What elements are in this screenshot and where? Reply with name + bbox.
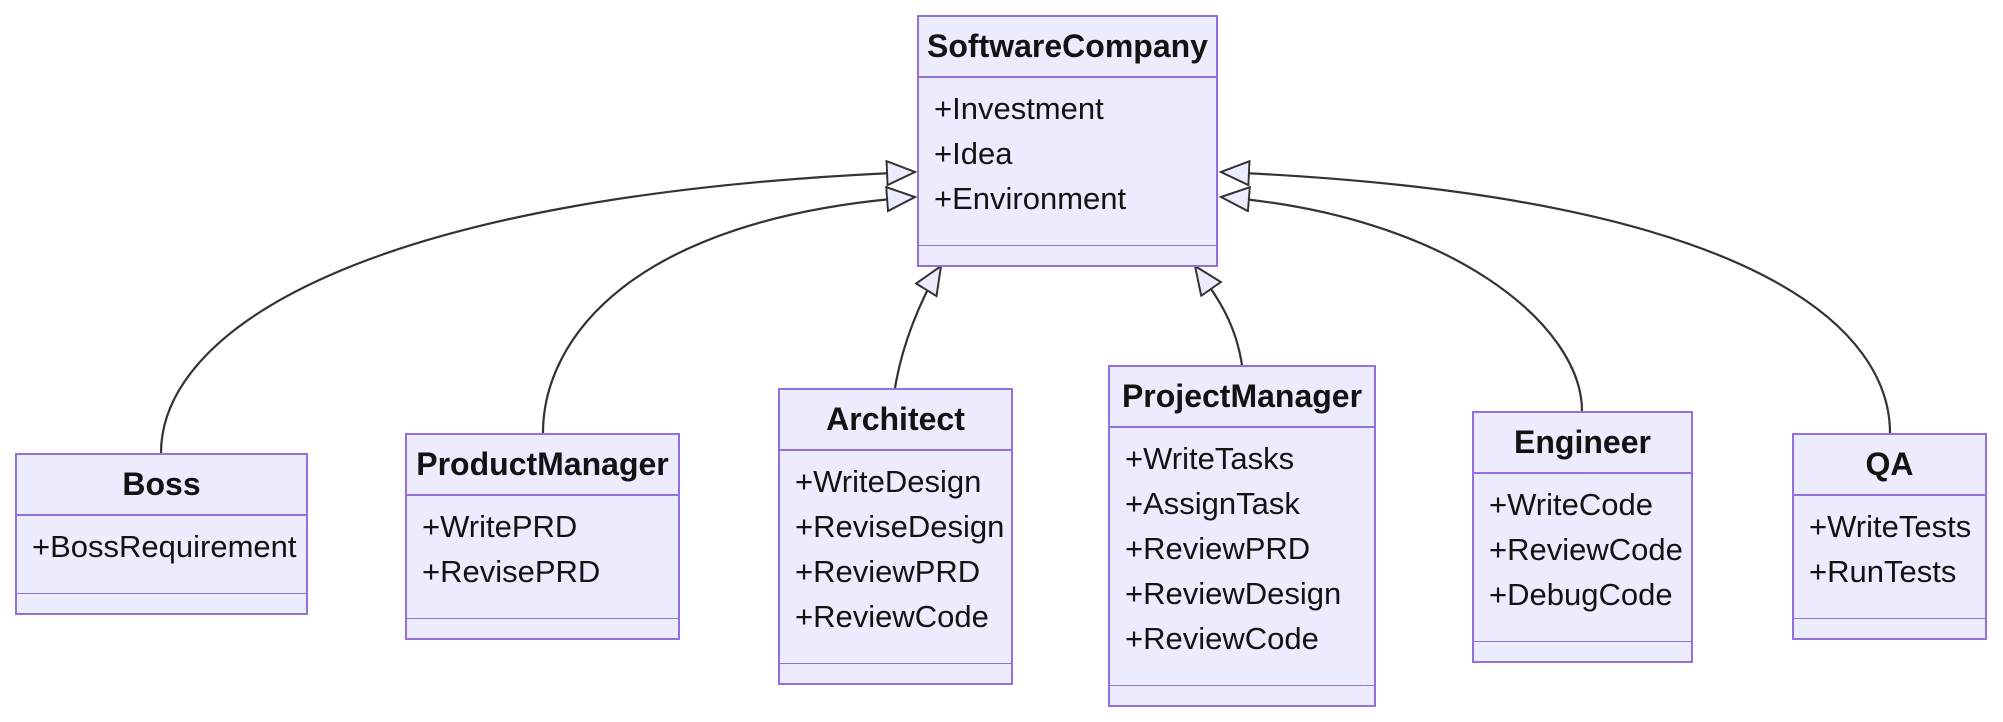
class-methods-empty: [1110, 685, 1374, 705]
class-methods-empty: [780, 663, 1011, 683]
class-box-architect: Architect +WriteDesign +ReviseDesign +Revie…: [778, 388, 1013, 685]
class-attributes: +WriteCode +ReviewCode +DebugCode: [1474, 474, 1691, 641]
inheritance-edge-projectmanager-to-softwarecompany: [1195, 266, 1244, 366]
class-methods-empty: [1794, 618, 1985, 638]
class-attributes: +BossRequirement: [17, 516, 306, 593]
class-attribute: +WriteCode: [1489, 487, 1653, 522]
class-box-engineer: Engineer +WriteCode +ReviewCode +DebugCode: [1472, 411, 1693, 663]
class-methods-empty: [1474, 641, 1691, 661]
class-attribute: +DebugCode: [1489, 577, 1673, 612]
class-title: Boss: [17, 455, 306, 516]
class-attribute: +ReviewDesign: [1125, 576, 1342, 611]
class-title: ProductManager: [407, 435, 678, 496]
class-attribute: +ReviewCode: [1489, 532, 1683, 567]
class-box-projectmanager: ProjectManager +WriteTasks +AssignTask +Rev…: [1108, 365, 1376, 707]
class-attributes: +Investment +Idea +Environment: [919, 78, 1216, 245]
class-attribute: +BossRequirement: [32, 529, 297, 564]
class-attribute: +ReviewCode: [1125, 621, 1319, 656]
inheritance-edge-boss-to-softwarecompany: [159, 172, 915, 454]
inheritance-edge-engineer-to-softwarecompany: [1221, 197, 1584, 412]
class-attribute: +WriteDesign: [795, 464, 982, 499]
class-box-softwarecompany: SoftwareCompany +Investment +Idea +Environm…: [917, 15, 1218, 267]
class-title: Architect: [780, 390, 1011, 451]
class-attribute: +ReviewPRD: [795, 554, 981, 589]
class-attribute: +WritePRD: [422, 509, 578, 544]
class-attribute: +Environment: [934, 181, 1127, 216]
inheritance-edge-productmanager-to-softwarecompany: [541, 197, 915, 434]
class-methods-empty: [407, 618, 678, 638]
class-attributes: +WriteTests +RunTests: [1794, 496, 1985, 618]
inheritance-edge-architect-to-softwarecompany: [893, 266, 941, 389]
class-attribute: +ReviewPRD: [1125, 531, 1311, 566]
class-attribute: +RevisePRD: [422, 554, 601, 589]
class-box-boss: Boss +BossRequirement: [15, 453, 308, 615]
class-attributes: +WritePRD +RevisePRD: [407, 496, 678, 618]
class-attribute: +AssignTask: [1125, 486, 1300, 521]
class-title: ProjectManager: [1110, 367, 1374, 428]
class-attribute: +WriteTasks: [1125, 441, 1295, 476]
class-attribute: +ReviseDesign: [795, 509, 1005, 544]
class-box-productmanager: ProductManager +WritePRD +RevisePRD: [405, 433, 680, 640]
class-attributes: +WriteDesign +ReviseDesign +ReviewPRD +Revi…: [780, 451, 1011, 663]
class-box-qa: QA +WriteTests +RunTests: [1792, 433, 1987, 640]
class-methods-empty: [17, 593, 306, 613]
inheritance-edge-qa-to-softwarecompany: [1221, 172, 1892, 434]
class-attribute: +RunTests: [1809, 554, 1957, 589]
class-attribute: +Idea: [934, 136, 1013, 171]
class-title: QA: [1794, 435, 1985, 496]
class-attribute: +Investment: [934, 91, 1104, 126]
class-title: SoftwareCompany: [919, 17, 1216, 78]
class-methods-empty: [919, 245, 1216, 265]
class-title: Engineer: [1474, 413, 1691, 474]
class-attribute: +ReviewCode: [795, 599, 989, 634]
class-attribute: +WriteTests: [1809, 509, 1972, 544]
class-attributes: +WriteTasks +AssignTask +ReviewPRD +ReviewD…: [1110, 428, 1374, 685]
